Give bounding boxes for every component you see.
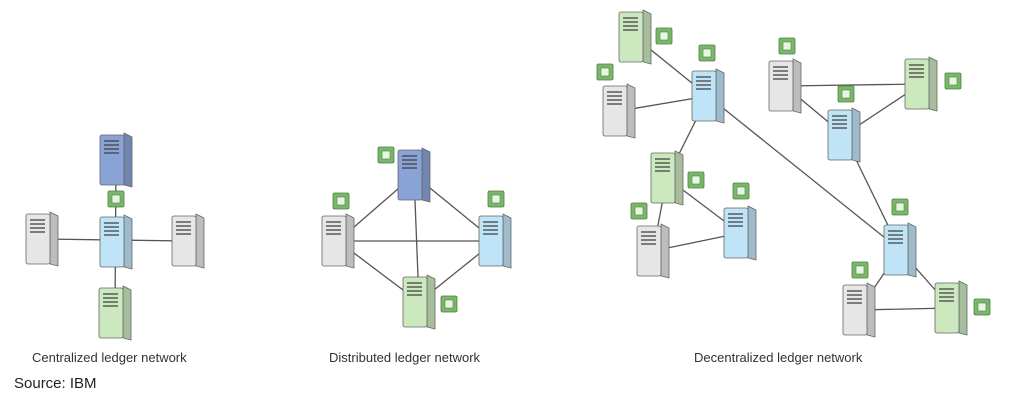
server-icon	[768, 58, 802, 114]
ledger-icon	[944, 72, 962, 90]
ledger-icon	[487, 190, 505, 208]
server-icon	[827, 107, 861, 163]
ledger-icon	[107, 190, 125, 208]
server-icon	[98, 285, 132, 341]
caption-distributed: Distributed ledger network	[329, 350, 481, 365]
ledger-icon	[440, 295, 458, 313]
network-link	[784, 83, 922, 87]
server-icon	[723, 205, 757, 261]
server-icon	[25, 211, 59, 267]
caption-centralized: Centralized ledger network	[32, 350, 187, 365]
server-icon	[402, 274, 436, 330]
server-icon	[171, 213, 205, 269]
server-icon	[934, 280, 968, 336]
server-icon	[321, 213, 355, 269]
ledger-icon	[732, 182, 750, 200]
ledger-icon	[377, 146, 395, 164]
ledger-icon	[596, 63, 614, 81]
server-icon	[842, 282, 876, 338]
ledger-icon	[778, 37, 796, 55]
ledger-icon	[851, 261, 869, 279]
server-icon	[602, 83, 636, 139]
server-icon	[691, 68, 725, 124]
network-servers	[25, 9, 968, 341]
network-link	[707, 95, 901, 251]
server-icon	[99, 132, 133, 188]
server-icon	[650, 150, 684, 206]
caption-decentralized: Decentralized ledger network	[694, 350, 863, 365]
network-links	[41, 36, 952, 314]
ledger-icon	[655, 27, 673, 45]
server-icon	[478, 213, 512, 269]
ledger-icon	[698, 44, 716, 62]
ledger-icon	[332, 192, 350, 210]
server-icon	[904, 56, 938, 112]
server-icon	[397, 147, 431, 203]
ledger-icon	[630, 202, 648, 220]
server-icon	[883, 222, 917, 278]
ledger-icon	[973, 298, 991, 316]
server-icon	[618, 9, 652, 65]
server-icon	[99, 214, 133, 270]
server-icon	[636, 223, 670, 279]
ledger-icons	[107, 27, 991, 316]
source-note: Source: IBM	[14, 375, 97, 392]
ledger-icon	[837, 85, 855, 103]
ledger-icon	[687, 171, 705, 189]
ledger-icon	[891, 198, 909, 216]
